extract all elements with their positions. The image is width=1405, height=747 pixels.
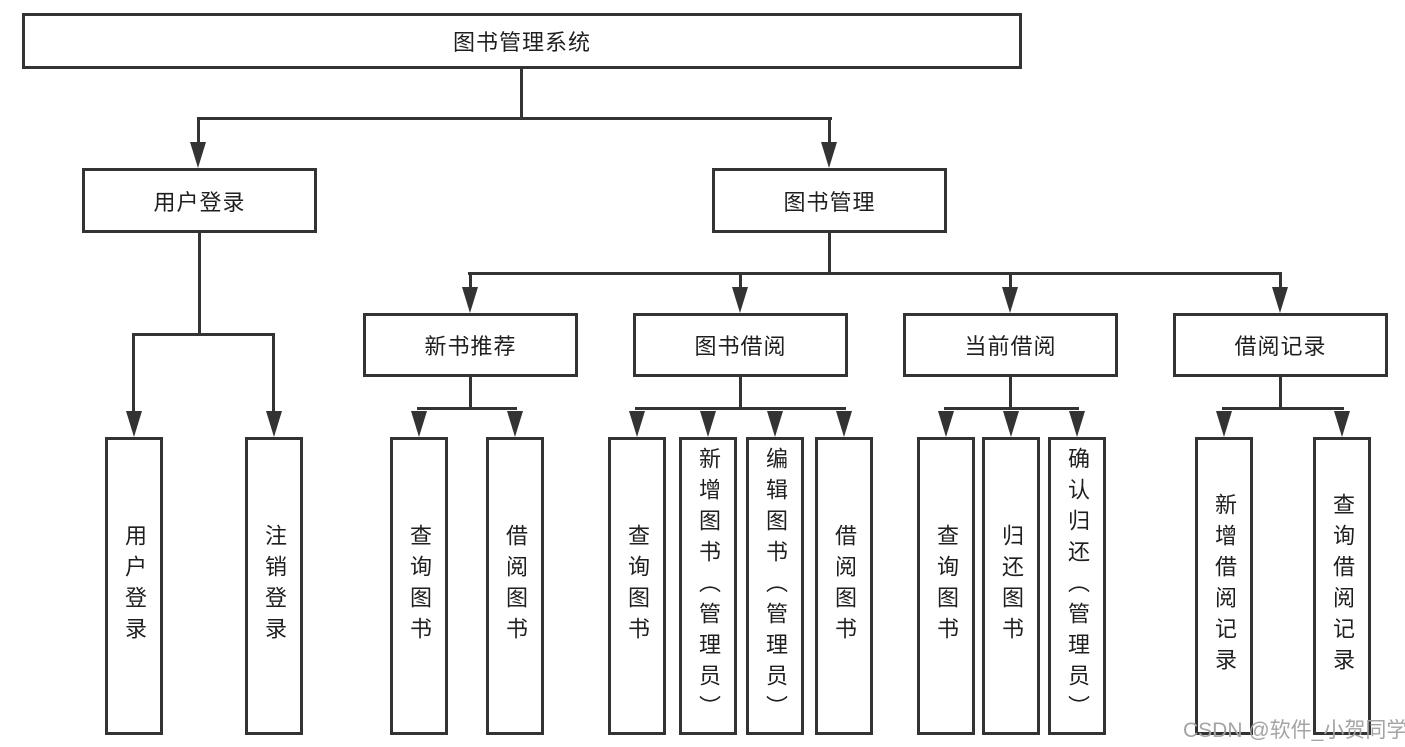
- node-new-book-recommend: 新书推荐: [363, 313, 578, 377]
- node-new-book-recommend-label: 新书推荐: [424, 334, 517, 359]
- arrowhead-down-icon: [767, 411, 783, 437]
- connector-line: [520, 68, 523, 120]
- leaf-borrowing-add-books-admin: 新增图书（管理员）: [679, 437, 737, 735]
- connector-line: [469, 377, 472, 410]
- arrowhead-down-icon: [938, 411, 954, 437]
- connector-line: [272, 333, 275, 413]
- connector-line: [739, 377, 742, 410]
- arrowhead-down-icon: [1334, 411, 1350, 437]
- leaf-current-query-books: 查询图书: [917, 437, 975, 735]
- arrowhead-down-icon: [266, 411, 282, 437]
- csdn-watermark: CSDN @软件_小贺同学: [1183, 719, 1405, 742]
- node-root-label: 图书管理系统: [452, 30, 591, 55]
- arrowhead-down-icon: [836, 411, 852, 437]
- connector-line: [132, 333, 275, 336]
- node-borrow-records-label: 借阅记录: [1234, 334, 1327, 359]
- leaf-borrowing-edit-books-admin: 编辑图书（管理员）: [746, 437, 804, 735]
- leaf-borrowing-query-books: 查询图书: [608, 437, 666, 735]
- node-book-borrowing: 图书借阅: [633, 313, 848, 377]
- connector-line: [1009, 377, 1012, 410]
- connector-line: [468, 272, 1282, 275]
- connector-line: [197, 117, 832, 120]
- arrowhead-down-icon: [821, 142, 837, 168]
- arrowhead-down-icon: [1003, 411, 1019, 437]
- connector-line: [635, 407, 846, 410]
- leaf-logout: 注销登录: [245, 437, 303, 735]
- arrowhead-down-icon: [629, 411, 645, 437]
- leaf-recommend-query-books: 查询图书: [390, 437, 448, 735]
- connector-line: [417, 407, 517, 410]
- arrowhead-down-icon: [1272, 287, 1288, 313]
- node-user-login: 用户登录: [82, 168, 317, 233]
- connector-line: [1009, 272, 1012, 289]
- arrowhead-down-icon: [700, 411, 716, 437]
- arrowhead-down-icon: [507, 411, 523, 437]
- connector-line: [1222, 407, 1344, 410]
- connector-line: [132, 333, 135, 413]
- arrowhead-down-icon: [1002, 287, 1018, 313]
- node-current-borrowing: 当前借阅: [903, 313, 1118, 377]
- leaf-user-login: 用户登录: [105, 437, 163, 735]
- node-book-borrowing-label: 图书借阅: [694, 334, 787, 359]
- leaf-current-confirm-return-admin: 确认归还（管理员）: [1048, 437, 1106, 735]
- connector-line: [1279, 272, 1282, 289]
- node-borrow-records: 借阅记录: [1173, 313, 1388, 377]
- leaf-borrowing-borrow-books: 借阅图书: [815, 437, 873, 735]
- node-root: 图书管理系统: [22, 13, 1022, 69]
- leaf-records-query-record: 查询借阅记录: [1313, 437, 1371, 735]
- connector-line: [828, 117, 831, 147]
- node-book-management-label: 图书管理: [783, 189, 876, 215]
- leaf-recommend-borrow-books: 借阅图书: [486, 437, 544, 735]
- node-user-login-label: 用户登录: [153, 189, 246, 215]
- leaf-current-return-books: 归还图书: [982, 437, 1040, 735]
- arrowhead-down-icon: [126, 411, 142, 437]
- arrowhead-down-icon: [732, 287, 748, 313]
- connector-line: [197, 117, 200, 147]
- connector-line: [828, 233, 831, 275]
- connector-line: [944, 407, 1079, 410]
- connector-line: [469, 272, 472, 289]
- connector-line: [1279, 377, 1282, 410]
- arrowhead-down-icon: [411, 411, 427, 437]
- arrowhead-down-icon: [190, 142, 206, 168]
- node-book-management: 图书管理: [712, 168, 947, 233]
- node-current-borrowing-label: 当前借阅: [964, 334, 1057, 359]
- arrowhead-down-icon: [1216, 411, 1232, 437]
- arrowhead-down-icon: [462, 287, 478, 313]
- connector-line: [198, 233, 201, 336]
- connector-line: [739, 272, 742, 289]
- arrowhead-down-icon: [1069, 411, 1085, 437]
- leaf-records-add-record: 新增借阅记录: [1195, 437, 1253, 735]
